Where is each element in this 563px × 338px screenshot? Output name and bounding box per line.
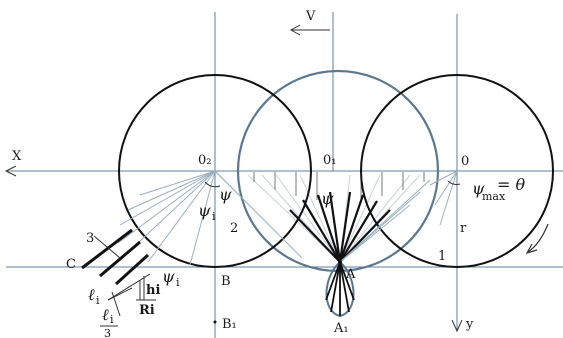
point-a-dot [338, 260, 342, 264]
number-2-label: 2 [230, 221, 238, 236]
h-i-label: hi [146, 283, 160, 298]
number-3-label: 3 [86, 231, 94, 246]
tick-marks [253, 172, 425, 200]
l-i-sub: i [96, 294, 100, 307]
rotation-arrow [527, 223, 549, 253]
point-a-label: A [345, 267, 356, 282]
fan-lines-a [289, 191, 391, 263]
l-i-third-num: ℓ [102, 305, 109, 324]
rotation-arrowhead [525, 243, 538, 254]
line-2 [214, 170, 303, 259]
tool-lines-3 [81, 228, 150, 286]
label-3-leader [93, 235, 121, 259]
psi-i-bottom-sub: i [176, 276, 180, 289]
psi-max-eq: = θ [497, 175, 525, 194]
psi-max-label: ψ [472, 179, 485, 198]
l-i-third-den: 3 [104, 327, 111, 338]
psi-i-bottom-label: ψ [162, 267, 175, 286]
psi-arc-o2 [204, 181, 221, 188]
fan-lines-right [339, 170, 458, 263]
point-b1-label: B₁ [222, 317, 237, 332]
velocity-label: V [305, 9, 316, 24]
lower-loop-lines [325, 261, 355, 316]
point-a1-label: A₁ [333, 321, 349, 336]
l-i-third-sub: i [110, 313, 114, 326]
left-wheel-circle [118, 74, 312, 268]
l-i-label: ℓ [88, 285, 95, 304]
x-axis-arrow [4, 165, 17, 177]
origin-label: 0 [461, 154, 469, 169]
y-axis-label: y [465, 317, 474, 332]
velocity-arrowhead [289, 24, 301, 36]
point-b-label: B [221, 274, 231, 289]
point-b1-dot [213, 320, 217, 324]
psi-i-sub: i [212, 210, 216, 223]
number-1-label: 1 [438, 249, 446, 264]
psi-i-label: ψ [198, 201, 211, 220]
psi-max-sub: max [482, 190, 506, 203]
construction-lines [107, 273, 156, 317]
r-i-label: Ri [139, 303, 155, 318]
point-c-label: C [66, 257, 76, 272]
y-axis-arrow [451, 319, 463, 333]
radius-label: r [460, 221, 467, 236]
psi-label-o2: ψ [219, 185, 232, 204]
o1-label: 0₁ [323, 153, 336, 168]
psi-arc-right [447, 180, 461, 185]
psi-label-o1: ψ [321, 189, 334, 208]
x-axis-label: X [12, 149, 22, 164]
o2-label: 0₂ [198, 153, 211, 168]
right-wheel-circle [360, 74, 554, 268]
